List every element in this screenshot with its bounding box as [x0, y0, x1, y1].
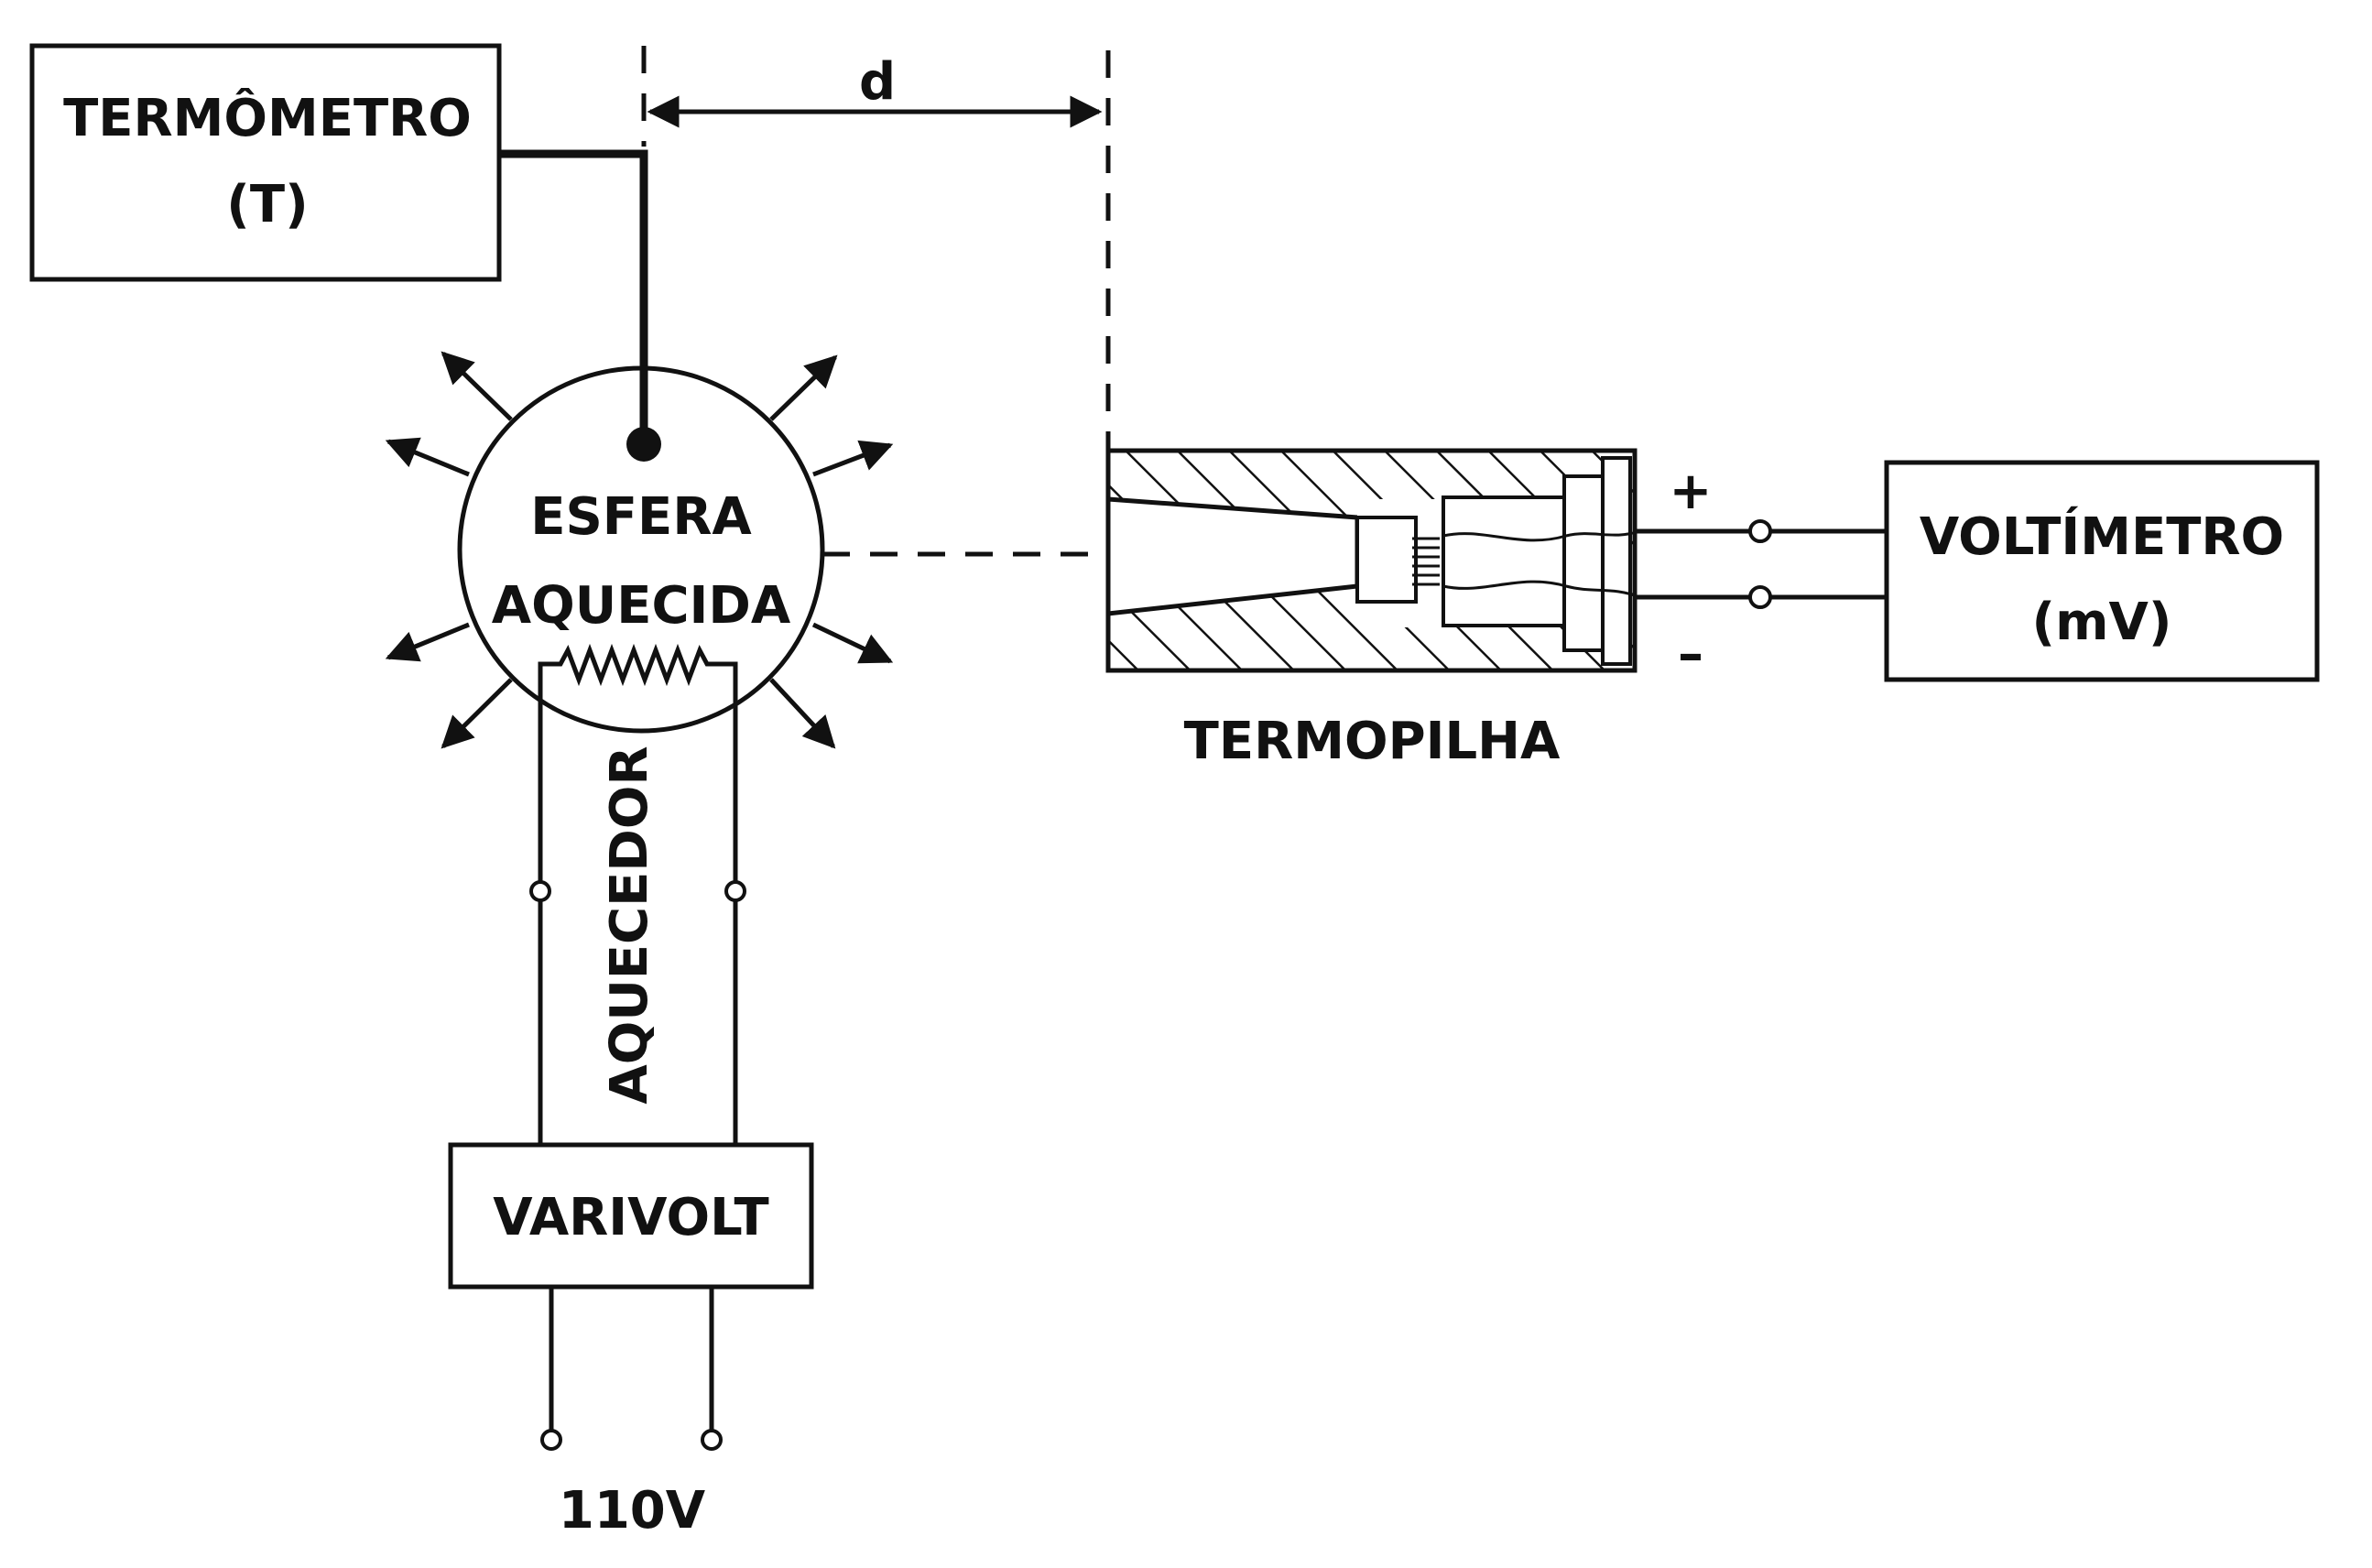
distance-indicator: d	[641, 46, 1111, 449]
sphere-outline	[457, 365, 825, 734]
voltmeter: VOLTÍMETRO (mV)	[1884, 460, 2320, 682]
radiation-arrow	[769, 354, 838, 421]
heater-terminal-left	[529, 880, 551, 902]
sphere-label-line1: ESFERA	[530, 487, 752, 547]
supply-terminal-right	[701, 1429, 723, 1451]
thermometer-probe-tip	[626, 427, 661, 462]
radiation-arrow	[385, 622, 470, 662]
thermopile-label: TERMOPILHA	[1184, 712, 1561, 771]
sphere-label-line2: AQUECIDA	[492, 576, 791, 636]
radiation-arrow	[812, 440, 894, 477]
thermometer-label: TERMÔMETRO	[63, 89, 472, 148]
voltmeter-unit: (mV)	[2032, 593, 2172, 652]
varivolt: VARIVOLT	[448, 1142, 814, 1290]
distance-label: d	[859, 52, 896, 112]
thermopile-lead-lower	[1442, 580, 1640, 599]
heater-label: AQUECEDOR	[600, 746, 659, 1104]
voltmeter-label: VOLTÍMETRO	[1920, 506, 2284, 567]
radiation-arrow	[769, 678, 836, 749]
thermopile-cap	[1601, 456, 1632, 666]
radiation-arrow	[811, 622, 894, 664]
heating-coil	[538, 643, 738, 687]
thermopile: TERMOPILHA	[1105, 448, 1640, 771]
radiation-arrows	[385, 351, 894, 749]
thermopile-junctions	[1412, 537, 1440, 586]
radiation-arrow	[441, 678, 513, 749]
thermopile-sensor	[1355, 516, 1418, 604]
thermometer-box	[29, 43, 502, 282]
heated-sphere: ESFERA AQUECIDA	[457, 365, 825, 734]
power-supply: 110V	[540, 1287, 723, 1541]
thermometer-symbol: (T)	[226, 175, 308, 234]
positive-terminal	[1748, 519, 1772, 543]
output-circuit: + –	[1635, 462, 1887, 684]
negative-sign: –	[1678, 625, 1703, 684]
heater-circuit: AQUECEDOR	[529, 682, 746, 1145]
heater-terminal-right	[724, 880, 746, 902]
varivolt-box	[448, 1142, 814, 1290]
thermopile-body	[1442, 495, 1566, 627]
voltmeter-box	[1884, 460, 2320, 682]
varivolt-label: VARIVOLT	[493, 1188, 768, 1247]
thermometer: TERMÔMETRO (T)	[29, 43, 502, 282]
radiation-arrow	[441, 351, 513, 421]
supply-terminal-left	[540, 1429, 562, 1451]
positive-sign: +	[1670, 462, 1713, 521]
thermometer-probe-wire	[499, 149, 648, 441]
negative-terminal	[1748, 585, 1772, 609]
supply-voltage-label: 110V	[559, 1481, 706, 1541]
radiation-arrow	[385, 437, 470, 477]
thermopile-back-plate	[1562, 474, 1605, 652]
thermopile-lead-upper	[1442, 529, 1640, 542]
